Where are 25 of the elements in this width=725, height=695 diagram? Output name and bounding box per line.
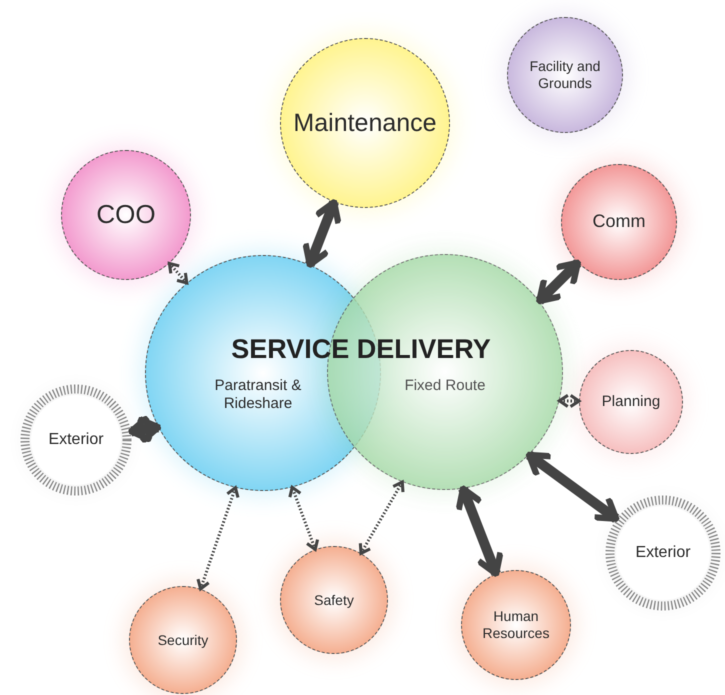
node-label: Comm [592,211,646,233]
node-label: Exterior [634,543,692,563]
node-label: Exterior [47,430,105,450]
node-label: Fixed Route [404,377,486,395]
connector-arrow [536,259,582,305]
node-label: Planning [600,393,662,411]
node-label: Security [156,632,210,648]
connector-arrow [558,394,581,408]
connector-arrow [128,414,162,445]
connector-arrow [358,480,404,555]
connector-arrow [456,485,504,577]
connector-arrow [168,262,188,284]
heading: SERVICE DELIVERY [230,334,492,365]
connector-arrow [288,486,320,551]
exterior-circle [31,395,121,485]
node-label: Paratransit & Rideshare [214,377,302,413]
node-label: Safety [313,592,355,608]
exterior-circle [616,506,710,600]
node-label: COO [95,199,157,231]
node-label: Facility and Grounds [528,58,602,92]
connector-arrow [526,450,620,523]
node-label: Maintenance [292,108,438,138]
connector-arrow [196,486,240,590]
node-label: Human Resources [482,608,550,642]
connector-arrow [302,199,342,268]
